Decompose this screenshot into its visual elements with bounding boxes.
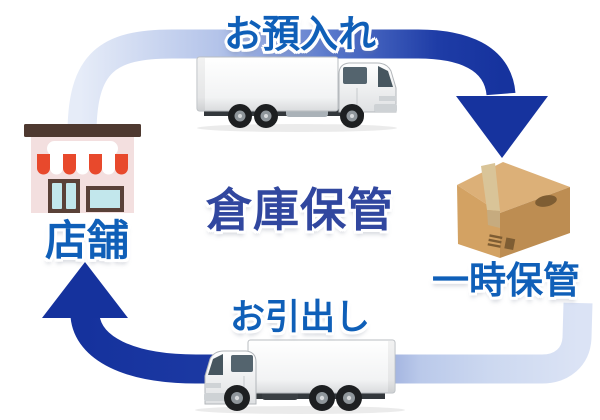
truck-bottom-wheels <box>224 385 362 411</box>
curved-arrow-bottom-band <box>42 262 593 384</box>
withdrawal-label: お引出し <box>230 298 371 337</box>
storefront-icon <box>24 124 141 213</box>
store-awning <box>37 154 128 175</box>
truck-facing-left-icon <box>195 339 405 414</box>
deposit-label: お預入れ <box>223 14 376 56</box>
truck-top-wheels <box>228 104 364 128</box>
temporary-storage-label: 一時保管 <box>432 260 580 301</box>
arrowhead-up-icon <box>42 262 128 318</box>
box-label-marks <box>487 234 516 250</box>
cardboard-box-icon <box>457 162 570 258</box>
store-label: 店舗 <box>44 217 129 264</box>
truck-facing-right-icon <box>196 56 397 132</box>
curved-arrow-top-band <box>67 29 548 158</box>
warehouse-storage-label: 倉庫保管 <box>206 184 394 236</box>
arrowhead-down-icon <box>456 96 548 158</box>
